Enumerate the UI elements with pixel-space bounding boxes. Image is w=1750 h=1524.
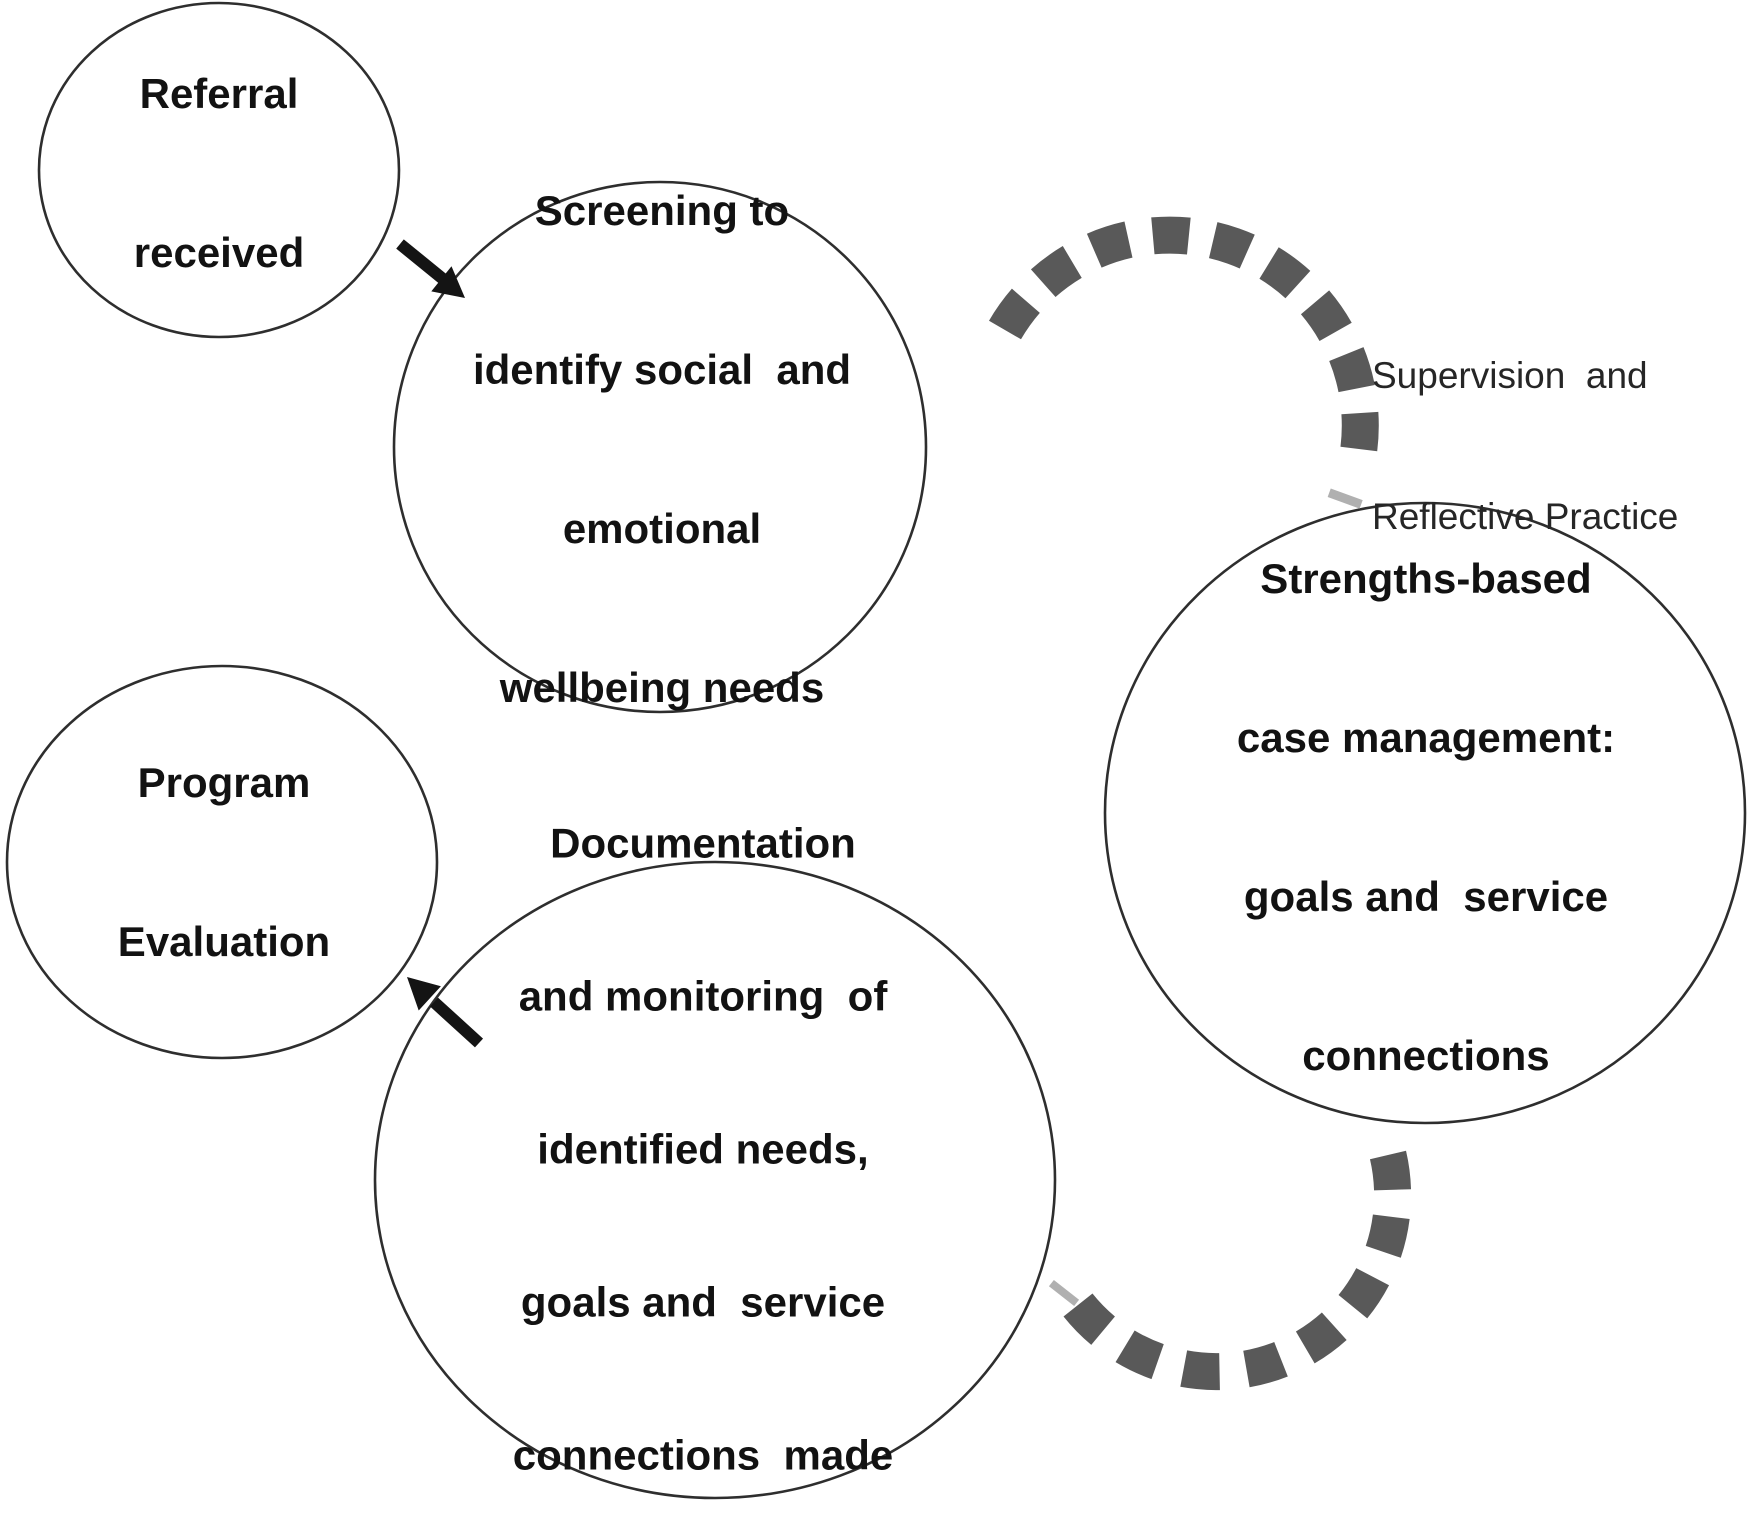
- referral-label: Referral received: [134, 0, 304, 385]
- arrow-head: [431, 266, 465, 298]
- program-evaluation-label-line: Evaluation: [117, 918, 331, 965]
- screening-circle: [392, 180, 928, 714]
- screening-label-line: wellbeing needs: [499, 664, 825, 711]
- program-evaluation-label: Program Evaluation: [118, 650, 330, 1074]
- dashed-arc-top-end-faint-dash: [1327, 488, 1363, 509]
- program-evaluation-label-line: Program: [137, 759, 311, 806]
- dashed-arc-screening-to-strengths: [989, 216, 1379, 458]
- strengths-label-line: connections: [1302, 1032, 1550, 1079]
- screening-label-line: identify social and: [472, 346, 852, 393]
- arrow-head: [407, 977, 441, 1011]
- dashed-arc-strengths-to-documentation: [1063, 1150, 1412, 1391]
- dashed-arc-bottom-start-faint-dash: [1048, 1279, 1080, 1307]
- program-evaluation-circle: [5, 664, 439, 1060]
- arrow-shaft: [396, 239, 447, 284]
- arrow-shaft: [429, 997, 484, 1048]
- strengths-circle: [1103, 501, 1747, 1125]
- referral-label-line: Referral: [139, 70, 299, 117]
- supervision-annotation-line: Reflective Practice: [1372, 496, 1679, 537]
- supervision-annotation-line: Supervision and: [1372, 355, 1648, 396]
- documentation-circle: [373, 860, 1057, 1500]
- referral-circle: [37, 1, 401, 339]
- documentation-label-line: Documentation: [550, 819, 856, 867]
- screening-label-line: emotional: [562, 505, 762, 552]
- arrow-referral-to-screening: [396, 239, 465, 298]
- strengths-label-line: Strengths-based: [1260, 555, 1592, 602]
- supervision-annotation: Supervision and Reflective Practice: [1372, 258, 1678, 634]
- strengths-label: Strengths-based case management: goals a…: [1237, 446, 1615, 1188]
- strengths-label-line: goals and service: [1243, 873, 1609, 920]
- documentation-label-line: identified needs,: [537, 1125, 869, 1173]
- documentation-label-line: connections made: [512, 1431, 894, 1479]
- referral-label-line: received: [133, 229, 305, 276]
- strengths-label-line: case management:: [1236, 714, 1616, 761]
- documentation-label-line: and monitoring of: [518, 972, 888, 1020]
- documentation-label: Documentation and monitoring of identifi…: [513, 716, 893, 1524]
- documentation-label-line: goals and service: [520, 1278, 886, 1326]
- arrow-documentation-to-program-evaluation: [407, 977, 484, 1048]
- screening-label: Screening to identify social and emotion…: [473, 78, 851, 820]
- screening-label-line: Screening to: [534, 187, 790, 234]
